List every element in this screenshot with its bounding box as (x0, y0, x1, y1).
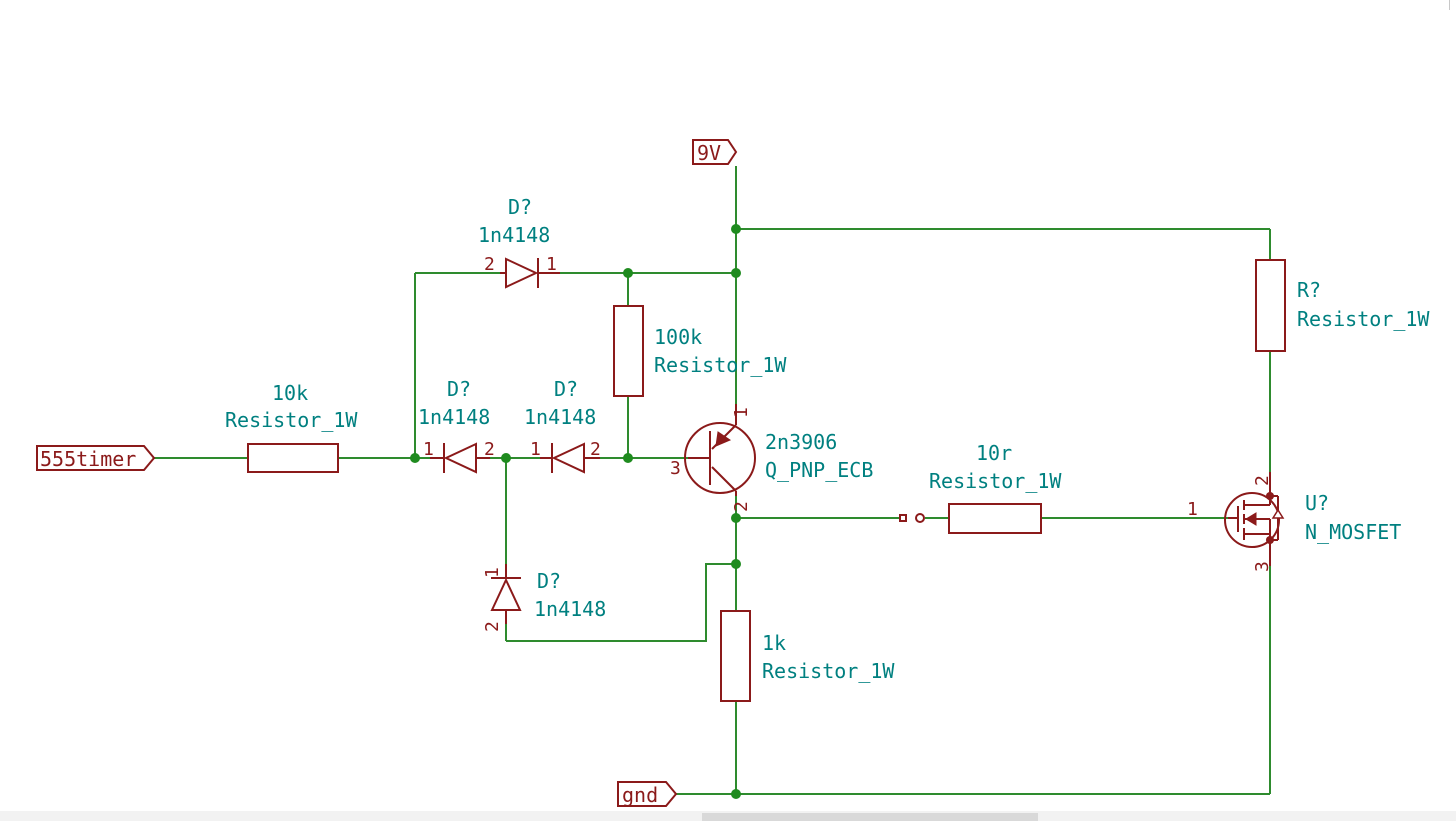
transistor-pin-b: 3 (670, 458, 681, 479)
net-label-input[interactable]: 555timer (36, 445, 156, 471)
junction-dot (501, 453, 511, 463)
diode-top-ref: D? (508, 195, 532, 219)
diode-top[interactable]: 2 1 D? 1n4148 (478, 195, 560, 289)
mosfet-n[interactable]: 1 2 3 U? N_MOSFET (1187, 472, 1401, 572)
resistor-10r[interactable]: 10r Resistor_1W (899, 441, 1062, 534)
transistor-value: Q_PNP_ECB (765, 458, 873, 482)
diode-top-value: 1n4148 (478, 223, 550, 247)
resistor-symbol-icon (720, 610, 751, 702)
unconnected-pin-icon (915, 513, 925, 523)
diode-symbol-icon (490, 577, 522, 611)
diode-vertical-pin-b: 2 (482, 621, 503, 632)
mosfet-pin-s: 3 (1252, 561, 1273, 572)
junction-dot (731, 513, 741, 523)
resistor-10r-ref: 10r (976, 441, 1012, 465)
mosfet-ref: U? (1305, 491, 1329, 515)
window-edge (1449, 0, 1450, 10)
resistor-100k[interactable]: 100k Resistor_1W (613, 305, 787, 397)
net-label-vcc[interactable]: 9V (692, 139, 738, 165)
net-label-gnd[interactable]: gnd (617, 781, 678, 807)
resistor-symbol-icon (1255, 259, 1286, 352)
transistor-pin-e: 1 (731, 407, 752, 418)
junction-dot (731, 789, 741, 799)
body-diode-icon (1271, 508, 1285, 519)
junction-dot (623, 268, 633, 278)
resistor-1k-value: Resistor_1W (762, 659, 895, 683)
junction-dot (731, 268, 741, 278)
wire-dvert-to-collector (506, 563, 736, 642)
diode-vertical-pin-a: 1 (482, 567, 503, 578)
mosfet-pin-d: 2 (1252, 475, 1273, 486)
diode-mid[interactable]: 1 2 D? 1n4148 (524, 377, 601, 474)
arrow-icon (1245, 512, 1257, 526)
resistor-symbol-icon (948, 503, 1042, 534)
transistor-pnp[interactable]: 1 2 3 2n3906 Q_PNP_ECB (670, 404, 873, 512)
diode-left-pin-a: 1 (423, 439, 434, 460)
resistor-10k-ref: 10k (272, 381, 308, 405)
diode-left-value: 1n4148 (418, 405, 490, 429)
resistor-10k-value: Resistor_1W (225, 408, 358, 432)
resistor-100k-ref: 100k (654, 325, 702, 349)
diode-mid-pin-a: 1 (530, 439, 541, 460)
diode-top-pin-a: 2 (484, 254, 495, 275)
transistor-pin-c: 2 (731, 501, 752, 512)
diode-mid-value: 1n4148 (524, 405, 596, 429)
junction-dot (731, 224, 741, 234)
resistor-1k-ref: 1k (762, 631, 786, 655)
resistor-1k[interactable]: 1k Resistor_1W (720, 610, 895, 702)
diode-top-pin-b: 1 (546, 254, 557, 275)
resistor-r-value: Resistor_1W (1297, 307, 1430, 331)
transistor-pnp-icon (684, 422, 756, 494)
mosfet-value: N_MOSFET (1305, 520, 1401, 544)
resistor-10r-value: Resistor_1W (929, 469, 1062, 493)
scrollbar-thumb[interactable] (702, 813, 1038, 821)
resistor-symbol-icon (247, 443, 339, 473)
junctions (410, 224, 741, 799)
arrow-icon (715, 431, 732, 447)
diode-mid-ref: D? (554, 377, 578, 401)
diode-vertical[interactable]: 1 2 D? 1n4148 (482, 564, 606, 632)
wires (154, 166, 1271, 795)
diode-vertical-value: 1n4148 (534, 597, 606, 621)
junction-dot (410, 453, 420, 463)
connection-marker-icon (899, 514, 907, 522)
diode-left-pin-b: 2 (484, 439, 495, 460)
resistor-10k[interactable]: 10k Resistor_1W (225, 381, 358, 473)
mosfet-pin-g: 1 (1187, 499, 1198, 520)
diode-symbol-icon (551, 442, 585, 474)
net-label-vcc-text: 9V (697, 141, 721, 165)
resistor-symbol-icon (613, 305, 644, 397)
resistor-r-unannotated[interactable]: R? Resistor_1W (1255, 259, 1430, 352)
diode-symbol-icon (443, 442, 477, 474)
resistor-r-ref: R? (1297, 278, 1321, 302)
net-label-gnd-text: gnd (622, 783, 658, 807)
diode-symbol-icon (505, 257, 539, 289)
resistor-100k-value: Resistor_1W (654, 353, 787, 377)
diode-mid-pin-b: 2 (590, 439, 601, 460)
net-label-input-text: 555timer (40, 447, 136, 471)
diode-left[interactable]: 1 2 D? 1n4148 (418, 377, 495, 474)
junction-dot (731, 559, 741, 569)
diode-left-ref: D? (447, 377, 471, 401)
diode-vertical-ref: D? (537, 569, 561, 593)
transistor-ref: 2n3906 (765, 430, 837, 454)
junction-dot (623, 453, 633, 463)
